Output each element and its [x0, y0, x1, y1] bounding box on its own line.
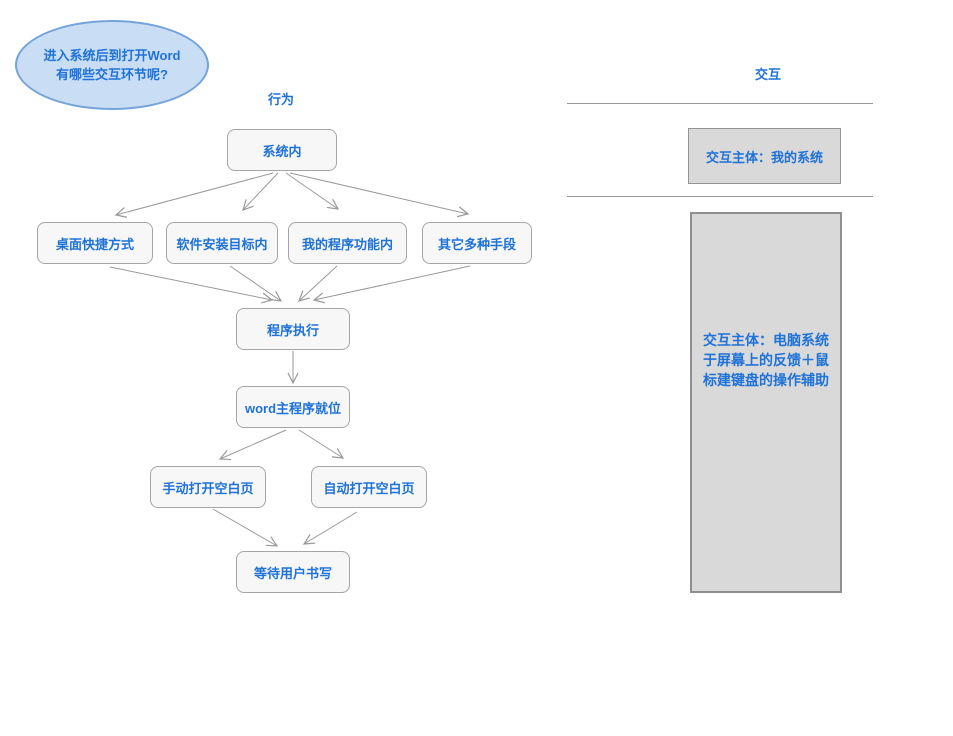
- node-wait-user: 等待用户书写: [236, 551, 350, 593]
- node-auto-blank: 自动打开空白页: [311, 466, 427, 508]
- node-system: 系统内: [227, 129, 337, 171]
- node-other-means: 其它多种手段: [422, 222, 532, 264]
- computer-text-line2: 于屏幕上的反馈＋鼠: [703, 352, 829, 368]
- arrow-word-to-manual: [218, 429, 287, 461]
- node-word-ready: word主程序就位: [236, 386, 350, 428]
- node-program-function: 我的程序功能内: [288, 222, 407, 264]
- interaction-subject-computer-panel: 交互主体：电脑系统 于屏幕上的反馈＋鼠 标建键盘的操作辅助: [690, 212, 842, 593]
- arrow-other-to-exec: [312, 265, 471, 304]
- arrow-word-to-auto: [298, 429, 345, 459]
- node-desktop-shortcut: 桌面快捷方式: [37, 222, 153, 264]
- computer-text-line3: 标建键盘的操作辅助: [703, 372, 829, 388]
- node-install-target: 软件安装目标内: [166, 222, 278, 264]
- arrow-manual-to-wait: [212, 508, 279, 547]
- node-program-exec: 程序执行: [236, 308, 350, 350]
- arrow-desktop-to-exec: [109, 266, 274, 304]
- arrow-system-to-program-function: [285, 172, 340, 210]
- behavior-column-label: 行为: [267, 92, 294, 107]
- node-manual-blank: 手动打开空白页: [150, 466, 266, 508]
- question-bubble-line1: 进入系统后到打开Word: [43, 48, 181, 63]
- computer-text-line1: 交互主体：电脑系统: [703, 332, 829, 348]
- interaction-divider-middle: [567, 196, 873, 197]
- interaction-divider-top: [567, 103, 873, 104]
- arrow-install-to-exec: [229, 265, 283, 302]
- interaction-subject-computer-text: 交互主体：电脑系统 于屏幕上的反馈＋鼠 标建键盘的操作辅助: [692, 330, 840, 390]
- question-bubble-line2: 有哪些交互环节呢?: [56, 67, 168, 82]
- arrow-system-to-install-target: [242, 172, 279, 211]
- arrow-system-to-other-means: [289, 172, 470, 218]
- arrow-system-to-desktop-shortcut: [114, 172, 274, 218]
- arrow-auto-to-wait: [302, 511, 358, 545]
- question-bubble: 进入系统后到打开Word 有哪些交互环节呢?: [15, 20, 209, 110]
- interaction-subject-my-system: 交互主体：我的系统: [688, 128, 841, 184]
- arrow-function-to-exec: [298, 265, 338, 302]
- interaction-column-label: 交互: [754, 67, 781, 82]
